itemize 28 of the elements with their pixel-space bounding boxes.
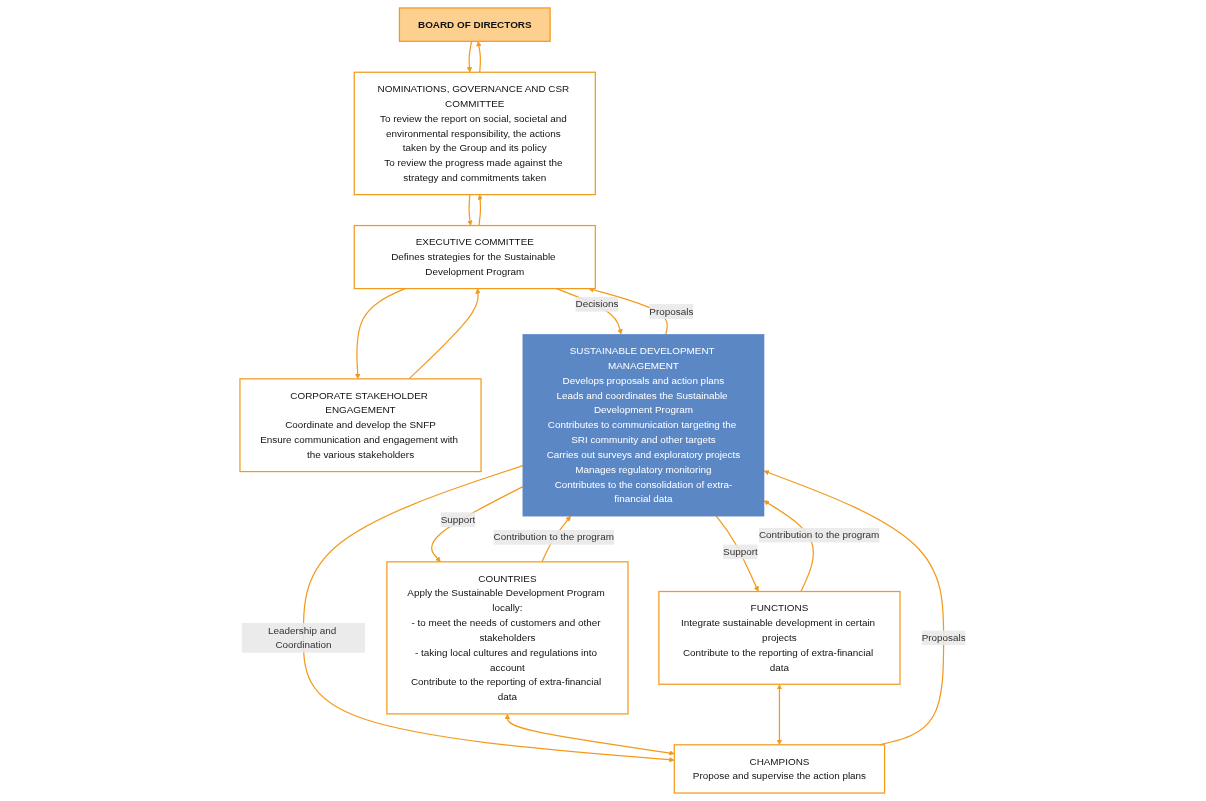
arrow xyxy=(504,713,675,756)
node-box: COUNTRIES Apply the Sustainable Development Program locally: - to meet the needs of customers and other stakeholders - taking local cultures and regulations into account Contribute to the reporting of extra-financial data xyxy=(386,561,629,715)
edge-label: Support xyxy=(723,546,758,557)
arrow xyxy=(431,486,524,563)
node-box: EXECUTIVE COMMITTEE Defines strategies for the Sustainable Development Program xyxy=(353,224,597,290)
arrow xyxy=(467,194,473,226)
edge-label: Proposals xyxy=(649,305,694,317)
edge-label: Leadership and Coordination xyxy=(268,624,337,651)
edge-label: Contribution to the program xyxy=(493,531,615,543)
arrow xyxy=(776,684,783,746)
node-box: SUSTAINABLE DEVELOPMENT MANAGEMENT Develops proposals and action plans Leads and coordinates the Sustainable Development Program Contributes to communication targeting the SRI community and other targets Carries out surveys and exploratory projects Manages regulatory monitoring Contributes to the consolidation of extra-financial data xyxy=(522,334,765,517)
edge-label: Proposals xyxy=(921,632,966,643)
arrow xyxy=(303,464,675,763)
edge-label: Decisions xyxy=(575,298,619,310)
edge-label: Contribution to the program xyxy=(759,529,880,541)
node-box: NOMINATIONS, GOVERNANCE AND CSR COMMITTEE To review the report on social, societal and environmental responsibility, the actions taken by the Group and its policy To review the progress made against the strategy and commitments taken xyxy=(353,71,597,196)
node-box: CHAMPIONS Propose and supervise the action plans xyxy=(673,744,886,794)
node-box: FUNCTIONS Integrate sustainable development in certain projects Contribute to the reporting of extra-financial data xyxy=(658,590,901,685)
arrow xyxy=(408,288,481,380)
arrow xyxy=(477,194,484,227)
node-box: BOARD OF DIRECTORS xyxy=(399,7,551,42)
node-box: CORPORATE STAKEHOLDER ENGAGEMENT Coordinate and develop the SNFP Ensure communication and engagement with the various stakeholders xyxy=(239,378,482,473)
edge-label: Support xyxy=(440,514,476,525)
arrow xyxy=(466,40,473,73)
arrow xyxy=(715,515,760,592)
arrow xyxy=(355,288,406,380)
arrow xyxy=(555,288,623,335)
arrow xyxy=(476,41,482,73)
